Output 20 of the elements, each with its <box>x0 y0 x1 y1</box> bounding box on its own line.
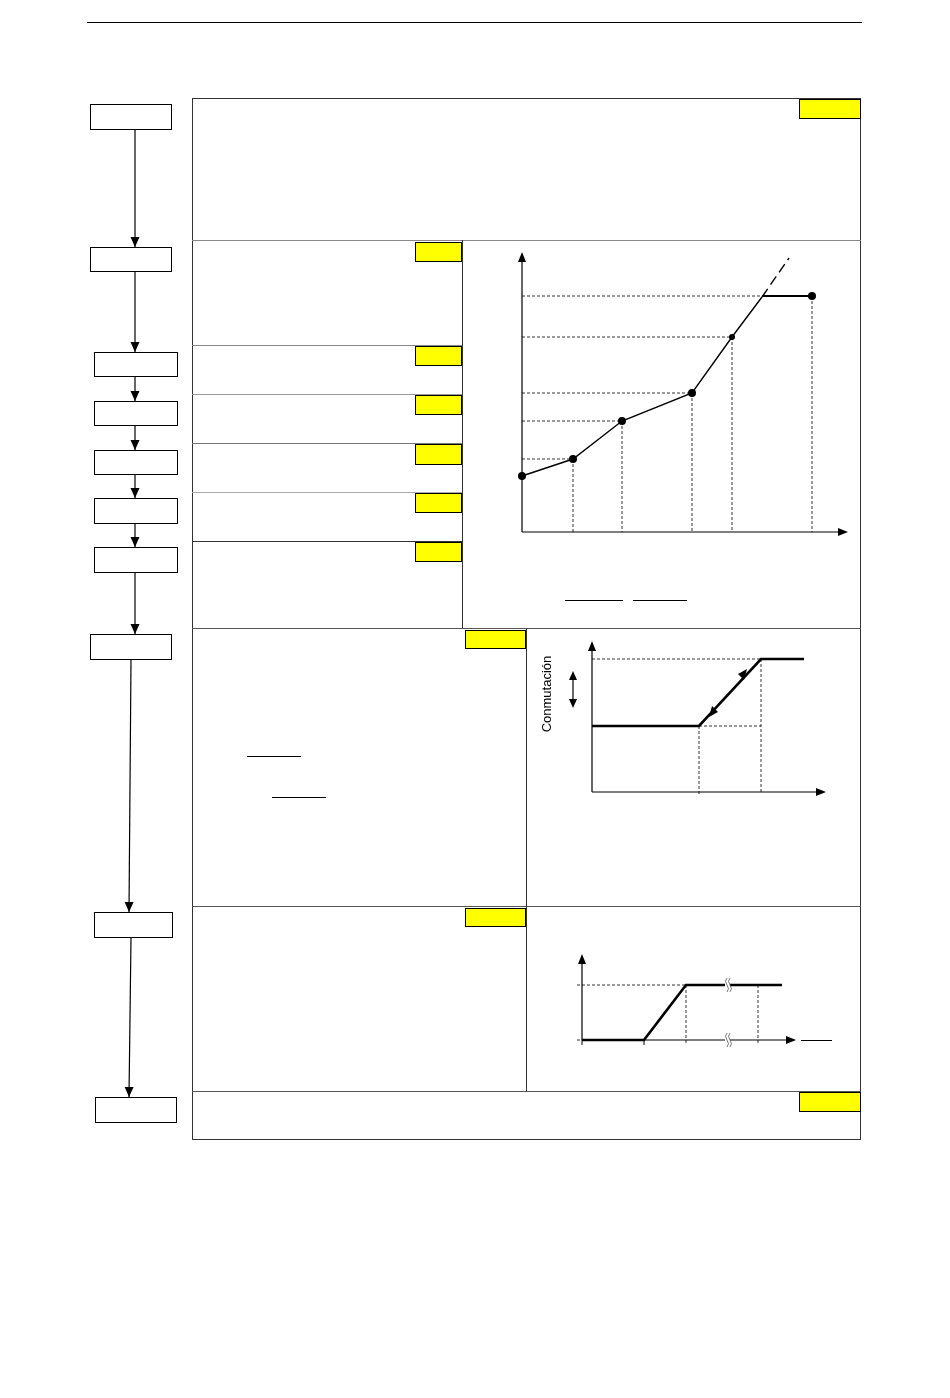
arrow <box>124 937 134 1098</box>
process-box <box>94 912 173 938</box>
process-box <box>94 498 178 524</box>
arrow <box>130 425 140 451</box>
process-box <box>90 247 172 272</box>
process-box <box>90 104 172 130</box>
process-box <box>94 547 178 573</box>
arrow <box>130 474 140 499</box>
process-box <box>90 634 172 660</box>
process-box <box>95 1097 177 1123</box>
process-box <box>94 450 178 475</box>
process-box <box>94 401 178 426</box>
arrow <box>130 271 140 353</box>
arrow <box>130 523 140 548</box>
axis-label: Conmutación <box>539 655 553 733</box>
arrow <box>130 129 140 248</box>
arrow <box>130 572 140 635</box>
arrow <box>124 659 134 913</box>
arrow <box>130 376 140 402</box>
process-box <box>94 352 178 377</box>
